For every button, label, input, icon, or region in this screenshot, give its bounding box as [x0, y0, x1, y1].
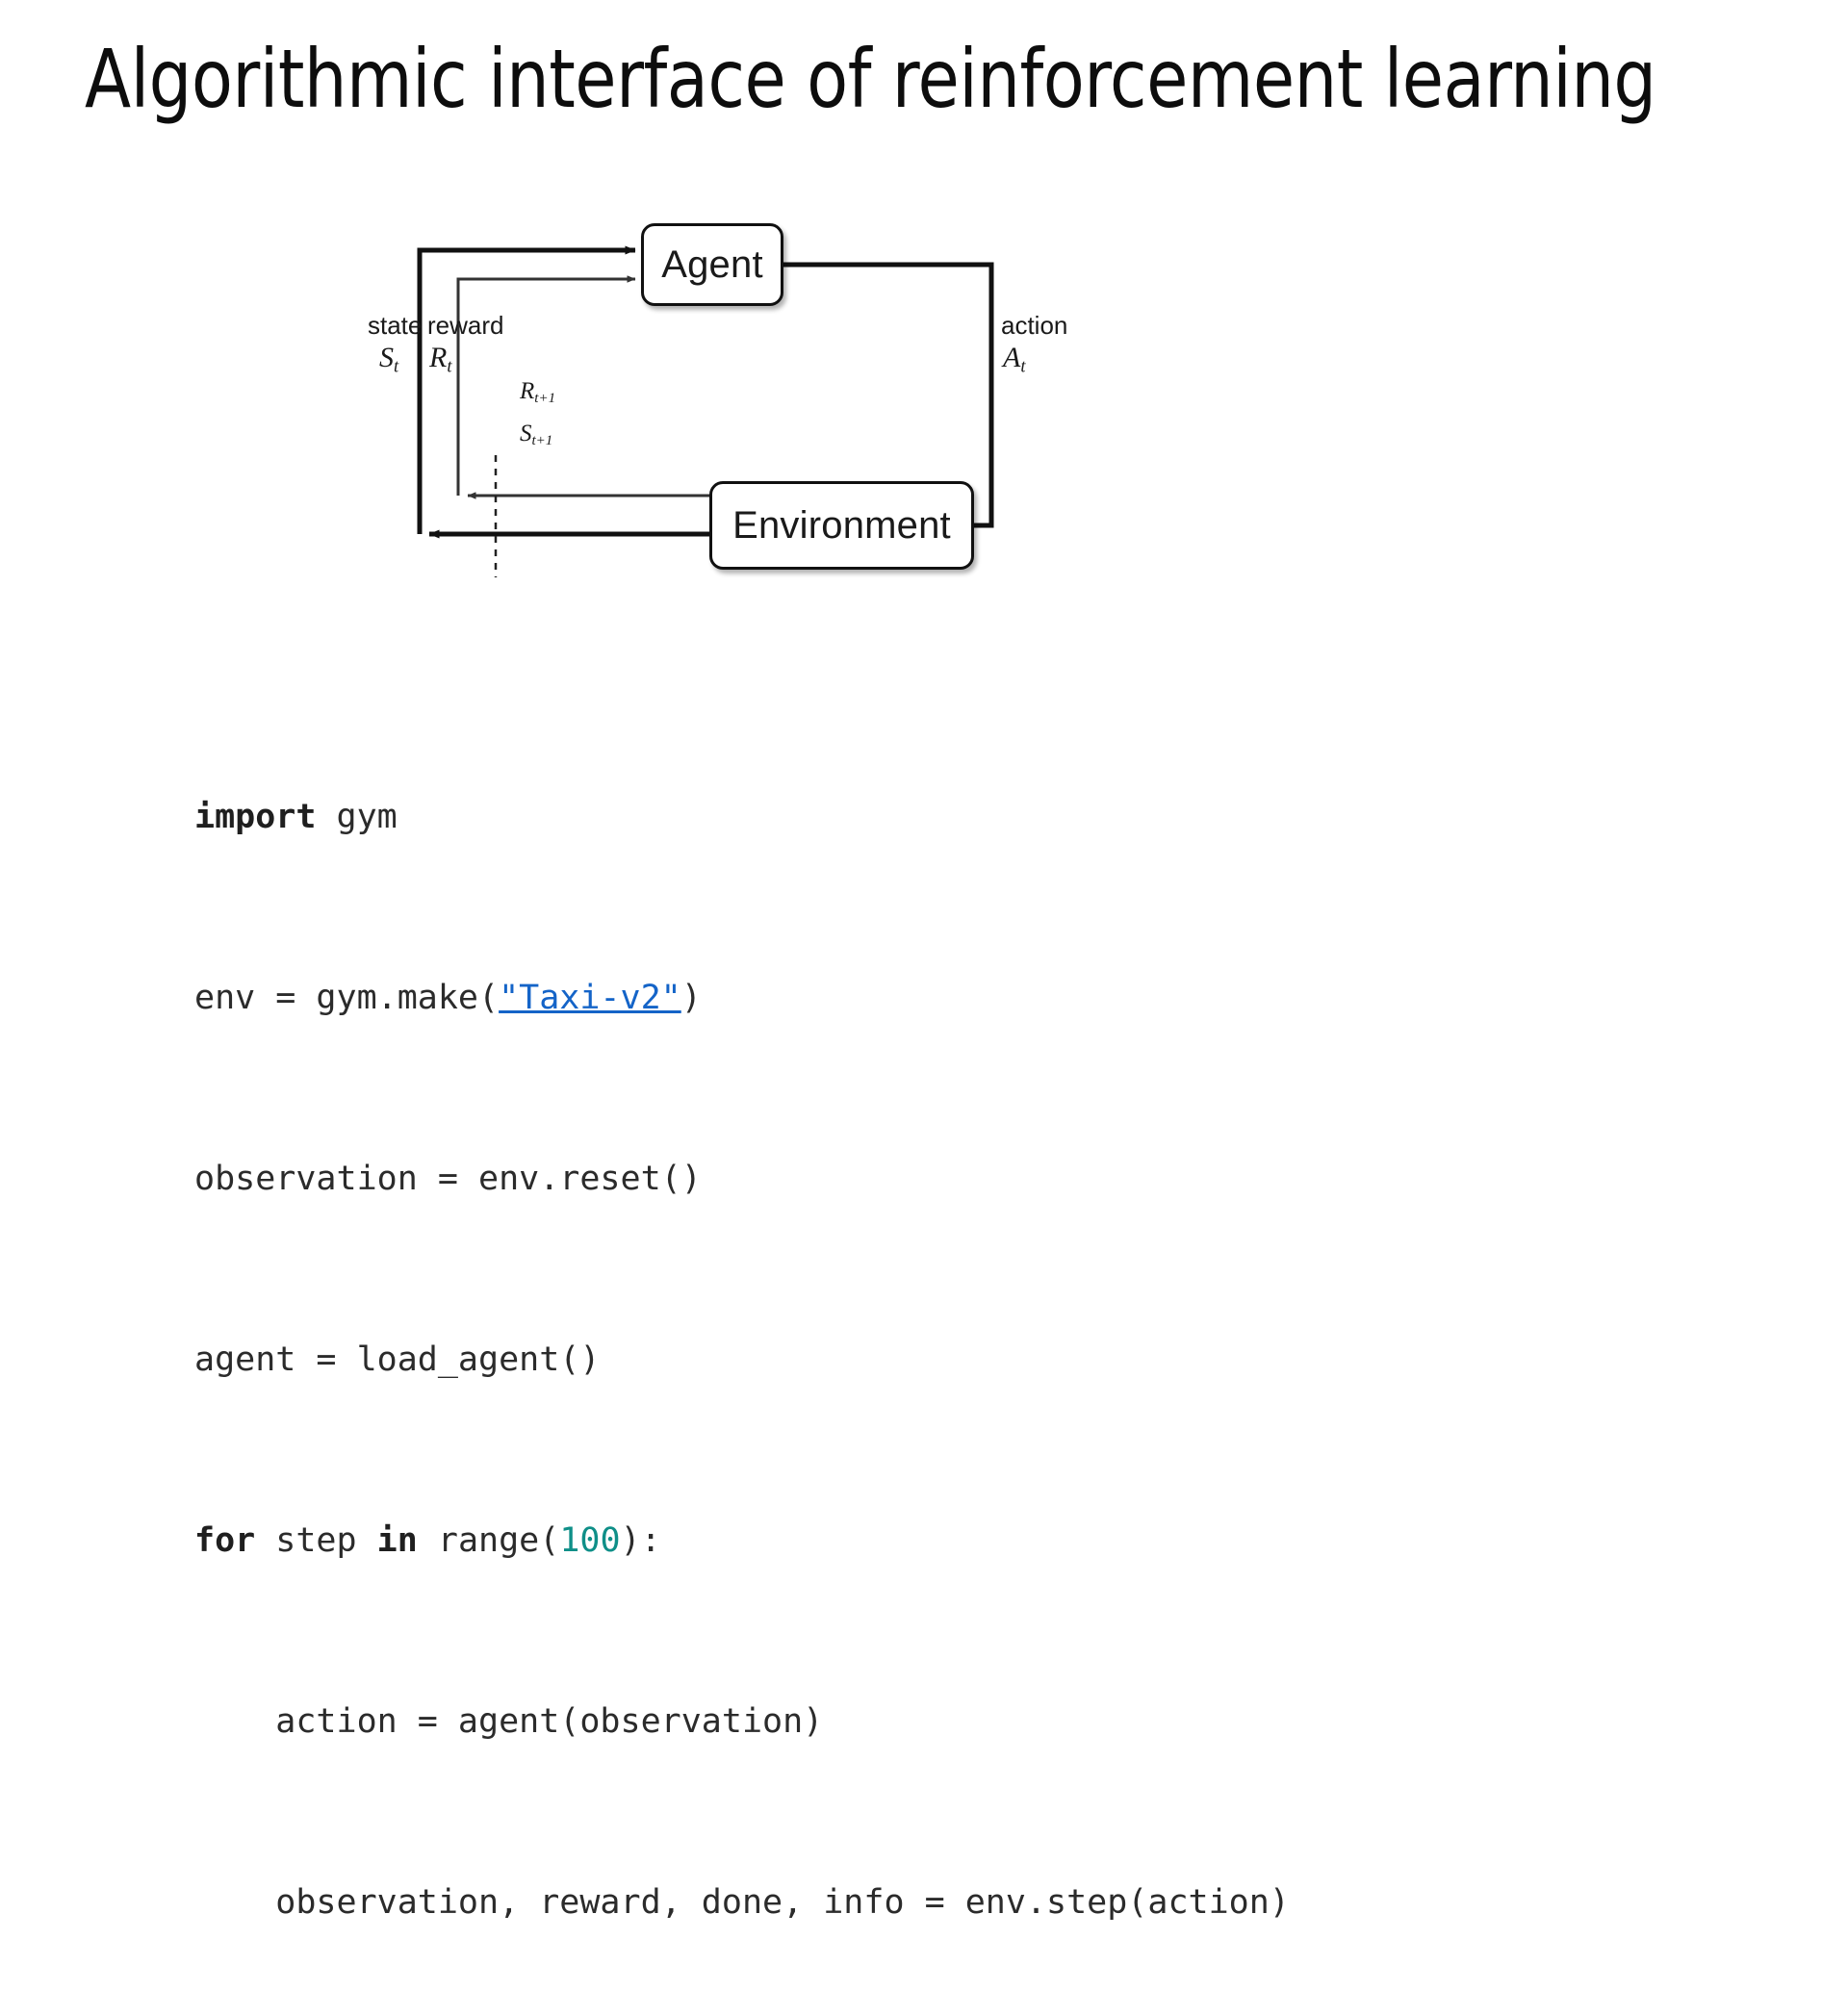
state-label: state	[368, 311, 423, 340]
slide-canvas: Algorithmic interface of reinforcement l…	[85, 32, 1657, 1922]
reward-symbol-base: R	[429, 342, 448, 373]
code-line-6: action = agent(observation)	[194, 1702, 824, 1741]
code-line-4: agent = load_agent()	[194, 1340, 601, 1379]
code-line-7: observation, reward, done, info = env.st…	[194, 1883, 1290, 1922]
taxi-env-link[interactable]: "Taxi-v2"	[499, 979, 681, 1017]
next-reward-symbol-base: R	[520, 378, 535, 404]
state-symbol: St	[379, 342, 398, 378]
reward-label: reward	[427, 311, 504, 340]
reward-symbol: Rt	[429, 342, 452, 378]
code-line-2: env = gym.make("Taxi-v2")	[194, 976, 1290, 1021]
code-line-5-a: step	[255, 1521, 377, 1560]
code-line-1: import gym	[194, 795, 1290, 840]
edge-state	[417, 245, 636, 534]
keyword-for: for	[194, 1521, 256, 1560]
page-title: Algorithmic interface of reinforcement l…	[85, 32, 1656, 126]
keyword-in: in	[376, 1521, 418, 1560]
code-line-2-prefix: env = gym.make(	[194, 979, 500, 1017]
code-line-5-c: ):	[620, 1521, 661, 1560]
code-line-5-b: range(	[417, 1521, 560, 1560]
action-symbol-subscript: t	[1020, 356, 1026, 377]
state-symbol-base: S	[379, 342, 394, 373]
agent-node: Agent	[641, 223, 783, 306]
next-state-symbol-subscript: t+1	[531, 433, 553, 449]
environment-node: Environment	[709, 481, 974, 570]
next-reward-symbol: Rt+1	[520, 378, 555, 407]
edge-reward	[456, 275, 636, 496]
next-state-symbol: St+1	[520, 421, 552, 449]
code-line-5: for step in range(100):	[194, 1518, 1290, 1564]
next-reward-symbol-subscript: t+1	[534, 391, 556, 407]
action-symbol: At	[1003, 342, 1026, 378]
action-label: action	[1001, 311, 1068, 340]
number-literal-100: 100	[559, 1521, 621, 1560]
reward-symbol-subscript: t	[447, 356, 452, 377]
code-line-2-suffix: )	[680, 979, 702, 1017]
action-symbol-base: A	[1003, 342, 1021, 373]
code-line-1-rest: gym	[316, 798, 398, 836]
next-state-symbol-base: S	[520, 421, 532, 447]
agent-environment-diagram: Agent Environment state St reward Rt act…	[366, 207, 1194, 611]
state-symbol-subscript: t	[394, 356, 399, 377]
python-code-block: import gym env = gym.make("Taxi-v2") obs…	[194, 659, 1290, 2016]
keyword-import: import	[194, 798, 317, 836]
code-line-3: observation = env.reset()	[194, 1160, 702, 1198]
diagram-arrows-svg	[417, 245, 994, 577]
